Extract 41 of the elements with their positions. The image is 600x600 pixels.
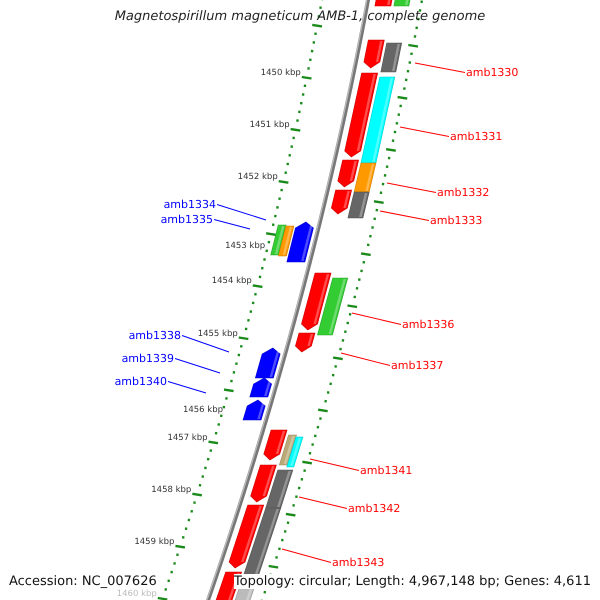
leader-line [340, 352, 390, 366]
gene-label: amb1338 [128, 329, 182, 342]
scale-label: 1450 kbp [260, 68, 301, 78]
leader-line [386, 182, 436, 193]
gene-label: amb1331 [449, 130, 504, 143]
scale-label: 1455 kbp [198, 328, 238, 338]
leader-line [298, 496, 348, 509]
title: Magnetospirillum magneticum AMB-1, complete genome [114, 9, 486, 24]
scale-label: 1457 kbp [167, 432, 208, 443]
gene-label: amb1332 [436, 186, 490, 199]
gene-label: amb1340 [114, 375, 168, 388]
gene-label: amb1335 [160, 213, 214, 226]
gene-label: amb1336 [401, 318, 456, 331]
leader-line [168, 381, 206, 394]
leader-line [282, 548, 332, 563]
gene-label: amb1337 [390, 359, 444, 372]
leader-line [174, 358, 220, 374]
leader-line [182, 335, 230, 352]
gene-label: amb1341 [359, 464, 414, 477]
scale-label: 1458 kbp [151, 484, 192, 495]
leader-line [310, 458, 360, 471]
leader-line [380, 210, 430, 221]
scale-label: 1460 kbp [116, 589, 157, 599]
gene-label: amb1342 [347, 502, 402, 515]
scale-label: 1456 kbp [182, 405, 223, 415]
scale-label: 1459 kbp [134, 536, 174, 547]
gene-label: amb1333 [429, 214, 484, 227]
leader-line [352, 312, 402, 325]
leader-line [216, 204, 266, 220]
gene-label: amb1330 [465, 66, 520, 79]
leader-line [414, 62, 466, 73]
leader-line [400, 126, 450, 137]
scale-label: 1453 kbp [225, 241, 266, 251]
gene-label: amb1343 [331, 556, 386, 569]
accession-text: Accession: NC_007626 [9, 574, 157, 589]
scale-label: 1454 kbp [212, 276, 252, 286]
scale-label: 1452 kbp [238, 172, 278, 182]
leader-line [214, 219, 250, 230]
scale-label: 1451 kbp [250, 120, 290, 130]
gene-label: amb1334 [162, 198, 217, 211]
gene-label: amb1339 [120, 352, 175, 365]
